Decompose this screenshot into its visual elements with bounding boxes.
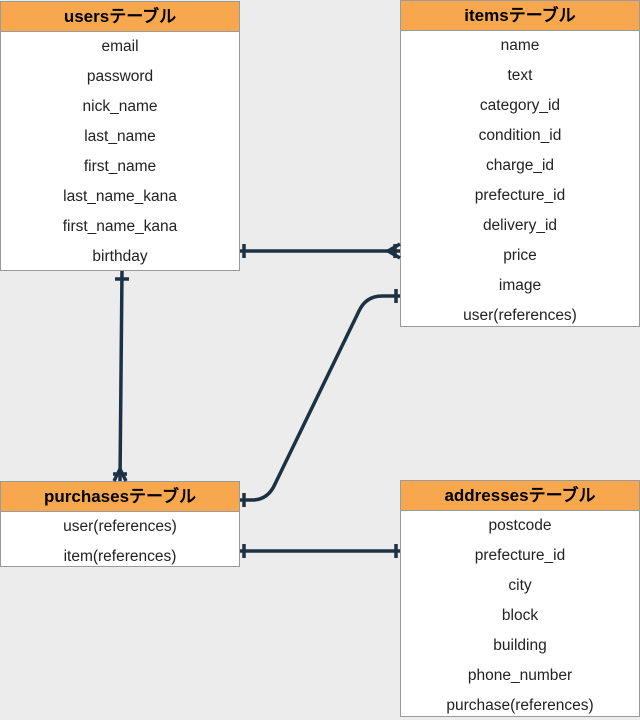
purchases-field-user-references: user(references) [63,518,177,535]
purchases-table-title: purchasesテーブル [1,482,239,512]
items-field-user-references: user(references) [463,307,577,324]
items-table[interactable]: itemsテーブル name text category_id condition_i… [400,0,640,327]
addresses-table-title: addressesテーブル [401,481,639,511]
addresses-field-city: city [508,577,532,594]
users-table-fields: email password nick_name last_name first_nam… [1,32,239,272]
relationship-purchases-addresses[interactable] [240,544,400,558]
addresses-field-phone-number: phone_number [467,667,573,684]
crowfoot-many-icon [112,468,128,482]
users-table[interactable]: usersテーブル email password nick_name last_nam… [0,1,240,271]
items-field-image: image [498,277,542,294]
users-field-last-name-kana: last_name_kana [63,188,177,205]
users-field-first-name-kana: first_name_kana [62,218,178,235]
users-field-first-name: first_name [83,158,157,175]
addresses-field-postcode: postcode [488,517,552,534]
users-field-birthday: birthday [92,248,148,265]
items-table-fields: name text category_id condition_id charge_id… [401,31,639,331]
users-field-nick-name: nick_name [82,98,158,115]
addresses-field-purchase-references: purchase(references) [446,697,594,714]
items-field-text: text [507,67,533,84]
addresses-field-block: block [501,607,539,624]
users-field-email: email [101,38,139,55]
users-field-password: password [86,68,154,85]
users-field-last-name: last_name [84,128,156,145]
purchases-table[interactable]: purchasesテーブル user(references) item(refer… [0,481,240,567]
users-table-title: usersテーブル [1,2,239,32]
relationship-users-purchases[interactable] [112,270,129,482]
addresses-field-building: building [493,637,547,654]
crowfoot-many-icon [387,242,401,260]
items-field-charge-id: charge_id [485,157,555,174]
purchases-table-fields: user(references) item(references) [1,512,239,572]
addresses-field-prefecture-id: prefecture_id [474,547,566,564]
items-field-price: price [503,247,537,264]
items-field-delivery-id: delivery_id [482,217,558,234]
items-field-category-id: category_id [479,97,561,114]
items-field-name: name [500,37,540,54]
items-field-prefecture-id: prefecture_id [474,187,566,204]
relationship-users-items[interactable] [240,242,401,260]
items-table-title: itemsテーブル [401,1,639,31]
items-field-condition-id: condition_id [478,127,562,144]
relationship-items-purchases[interactable] [240,289,400,507]
purchases-field-item-references: item(references) [63,548,177,565]
